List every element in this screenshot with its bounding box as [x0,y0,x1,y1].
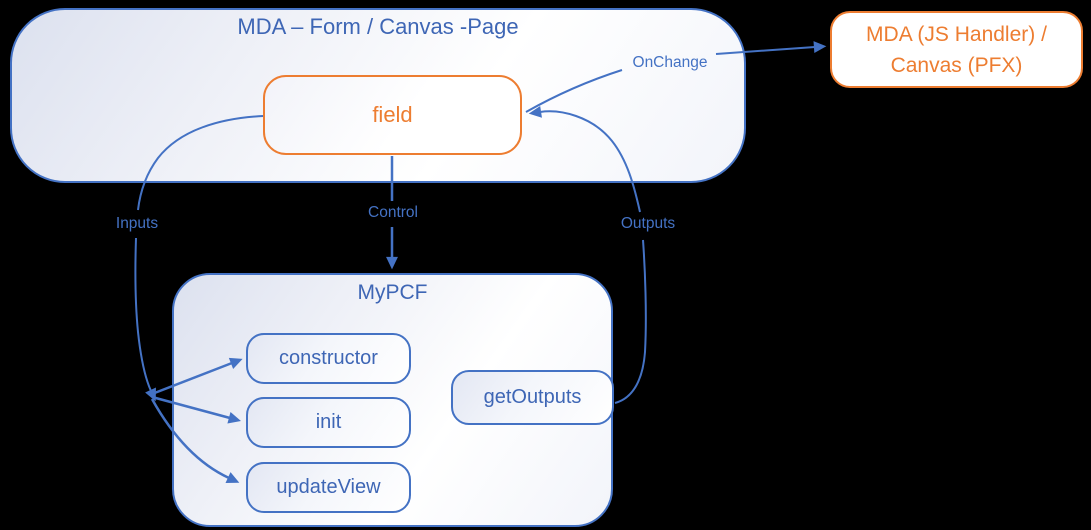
updateview-box: updateView [246,462,411,513]
mypcf-container-title: MyPCF [357,281,428,304]
inputs-label: Inputs [115,215,159,232]
handler-box: MDA (JS Handler) / Canvas (PFX) [830,11,1083,88]
inputs-curve-lower [134,237,156,402]
outputs-label: Outputs [620,215,676,232]
init-box: init [246,397,411,448]
handler-box-line1: MDA (JS Handler) / [866,22,1047,46]
constructor-box: constructor [246,333,411,384]
constructor-box-label: constructor [279,347,378,369]
field-box-label: field [372,102,413,127]
getoutputs-box-label: getOutputs [483,386,582,408]
init-box-label: init [315,411,342,433]
outputs-curve-lower [614,239,647,404]
updateview-box-label: updateView [276,476,381,498]
onchange-label: OnChange [632,54,708,71]
control-label: Control [368,204,418,221]
getoutputs-box: getOutputs [451,370,614,425]
handler-box-line2: Canvas (PFX) [890,53,1023,77]
field-box: field [263,75,522,155]
mda-container-title: MDA – Form / Canvas -Page [237,14,519,39]
